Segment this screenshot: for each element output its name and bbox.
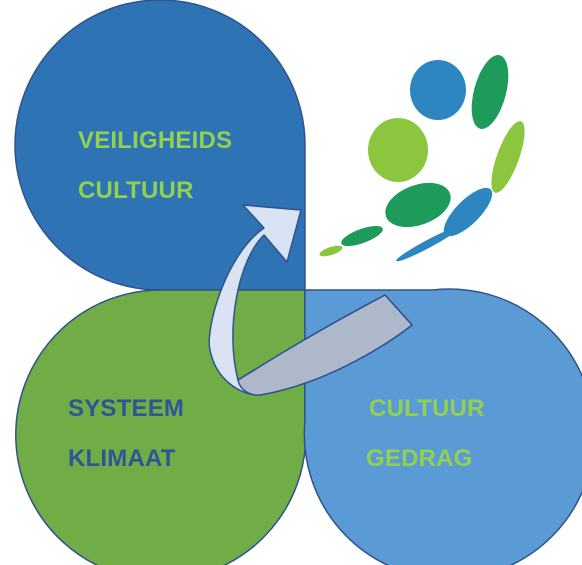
shape-veiligheidscultuur <box>14 0 306 291</box>
label-systeemklimaat-line1: SYSTEEM <box>68 395 184 422</box>
label-cultuurgedrag-line2: GEDRAG <box>366 445 473 472</box>
logo-dot <box>471 55 509 129</box>
logo-dot <box>443 187 493 237</box>
logo-dot <box>410 60 466 120</box>
shape-systeemklimaat <box>15 289 307 565</box>
curved-up-arrow-icon <box>208 204 413 396</box>
logo-dot <box>341 226 383 246</box>
dotted-swirl-logo <box>319 55 525 262</box>
label-systeemklimaat-line2: KLIMAAT <box>68 445 176 472</box>
logo-dot <box>396 226 460 262</box>
logo-dot <box>319 245 343 257</box>
logo-dot <box>491 121 525 193</box>
logo-dot <box>385 182 451 228</box>
shape-cultuurgedrag <box>303 288 582 565</box>
label-cultuurgedrag-line1: CULTUUR <box>369 395 485 422</box>
logo-dot <box>368 118 428 182</box>
arrow-shade <box>237 294 413 396</box>
label-veiligheidscultuur-line2: CULTUUR <box>78 177 194 204</box>
label-veiligheidscultuur-line1: VEILIGHEIDS <box>78 127 232 154</box>
